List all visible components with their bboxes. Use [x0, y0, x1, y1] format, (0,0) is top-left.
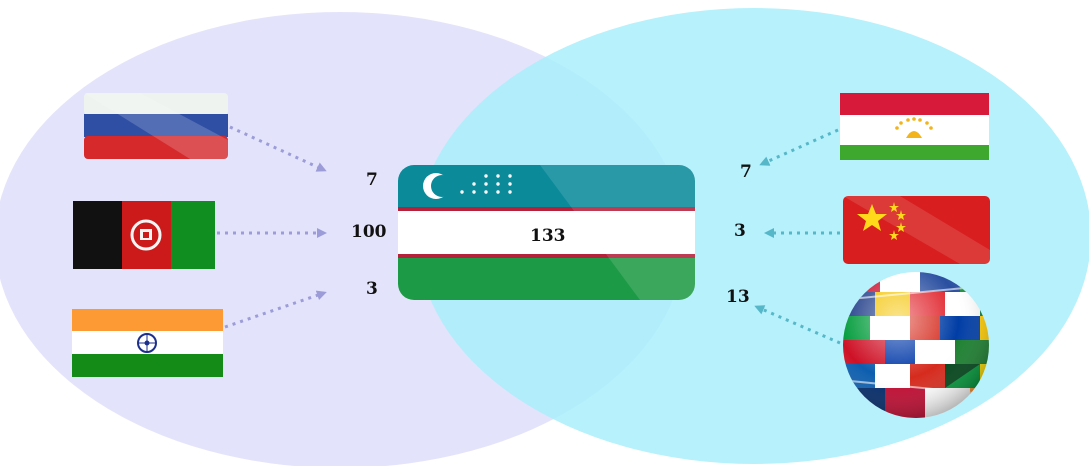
india-flag: [72, 309, 223, 377]
value-india: 3: [366, 279, 378, 299]
value-afghanistan: 100: [351, 222, 387, 242]
arrow-india: [224, 290, 327, 329]
afghanistan-flag: [73, 201, 215, 269]
arrow-russia: [229, 125, 327, 172]
value-uzbekistan: 133: [530, 226, 566, 246]
value-china: 3: [734, 221, 746, 241]
tajikistan-flag: [840, 93, 989, 160]
arrow-tajikistan: [759, 128, 839, 166]
value-russia: 7: [366, 170, 378, 190]
russia-flag: [84, 93, 228, 159]
uzbekistan-flag: [398, 165, 695, 300]
value-tajikistan: 7: [740, 162, 752, 182]
value-world: 13: [726, 287, 750, 307]
china-flag: [843, 196, 990, 264]
